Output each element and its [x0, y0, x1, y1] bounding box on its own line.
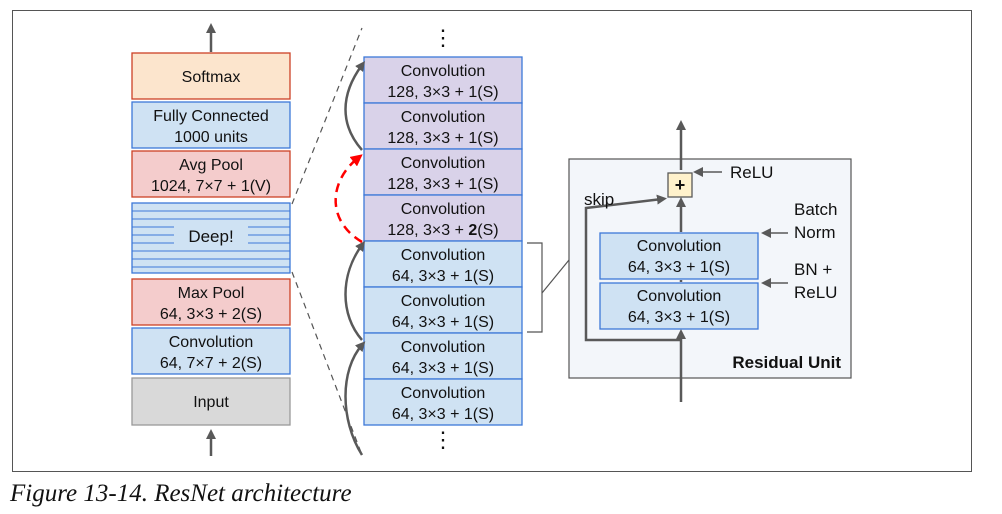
dots-top: ⋮ [432, 25, 454, 50]
deep-block: Deep! [131, 202, 291, 274]
skip-arc-1 [344, 341, 366, 456]
skip-connections [344, 60, 366, 456]
conv-layer-4-name: Convolution [401, 201, 486, 218]
zoom-line-top [291, 27, 363, 205]
conv-layer-4-params-prefix: 128, 3×3 + [387, 222, 468, 239]
left-stack: Softmax Fully Connected 1000 units Avg P… [131, 23, 291, 456]
fully-connected-box [131, 101, 291, 149]
addition-node [667, 172, 693, 198]
softmax-label: Softmax [182, 69, 241, 86]
conv-layer-8-params: 64, 3×3 + 1(S) [392, 406, 494, 423]
conv-layer-7-params: 64, 3×3 + 1(S) [392, 360, 494, 377]
conv-layer-1 [363, 56, 523, 104]
plus-icon: + [675, 175, 686, 195]
batch-norm-label-2: Norm [794, 223, 836, 242]
softmax-box [131, 52, 291, 100]
first-conv-box [131, 327, 291, 375]
conv-layer-6-params: 64, 3×3 + 1(S) [392, 314, 494, 331]
middle-stack: ⋮ Convolution 128, 3×3 + 1(S) Convolutio… [363, 25, 523, 452]
first-conv-label: Convolution [169, 334, 254, 351]
conv-layer-1-name: Convolution [401, 63, 486, 80]
conv-layer-8 [363, 378, 523, 426]
max-pool-box [131, 278, 291, 326]
figure-frame [12, 10, 972, 472]
conv-layer-4 [363, 194, 523, 242]
conv-layer-3-params: 128, 3×3 + 1(S) [387, 176, 498, 193]
conv-block-bottom-params: 64, 3×3 + 1(S) [628, 309, 730, 326]
conv-layer-4-params-suffix: (S) [477, 222, 498, 239]
conv-layer-6-name: Convolution [401, 293, 486, 310]
conv-block-top-params: 64, 3×3 + 1(S) [628, 259, 730, 276]
skip-arc-3 [344, 60, 365, 151]
bn-relu-label-2: ReLU [794, 283, 837, 302]
conv-layer-4-stride: 2 [468, 222, 477, 239]
batch-norm-label-1: Batch [794, 200, 837, 219]
skip-arc-red-dashed [334, 154, 363, 244]
conv-layer-7 [363, 332, 523, 380]
avg-pool-label: Avg Pool [179, 157, 243, 174]
conv-layer-6 [363, 286, 523, 334]
fully-connected-label: Fully Connected [153, 108, 269, 125]
max-pool-label: Max Pool [178, 285, 245, 302]
conv-block-top [599, 232, 759, 280]
fully-connected-units: 1000 units [174, 129, 248, 146]
conv-layer-5-name: Convolution [401, 247, 486, 264]
skip-path [584, 194, 681, 342]
conv-block-bottom-name: Convolution [637, 288, 722, 305]
conv-layer-5-params: 64, 3×3 + 1(S) [392, 268, 494, 285]
conv-layer-8-name: Convolution [401, 385, 486, 402]
residual-unit-title: Residual Unit [732, 353, 841, 372]
skip-label: skip [584, 190, 614, 209]
first-conv-params: 64, 7×7 + 2(S) [160, 355, 262, 372]
avg-pool-box [131, 150, 291, 198]
conv-layer-2-name: Convolution [401, 109, 486, 126]
conv-layer-3-name: Convolution [401, 155, 486, 172]
conv-block-top-name: Convolution [637, 238, 722, 255]
conv-layer-5 [363, 240, 523, 288]
input-label: Input [193, 394, 229, 411]
conv-layer-2-params: 128, 3×3 + 1(S) [387, 130, 498, 147]
conv-block-bottom [599, 282, 759, 330]
input-box [131, 377, 291, 426]
bn-relu-label-1: BN + [794, 260, 832, 279]
deep-label: Deep! [188, 227, 233, 246]
dots-bottom: ⋮ [432, 427, 454, 452]
skip-arc-2 [344, 240, 365, 341]
relu-label: ReLU [730, 163, 773, 182]
figure-caption: Figure 13-14. ResNet architecture [10, 480, 352, 507]
conv-layer-1-params: 128, 3×3 + 1(S) [387, 84, 498, 101]
max-pool-params: 64, 3×3 + 2(S) [160, 306, 262, 323]
residual-unit: Convolution 64, 3×3 + 1(S) Convolution 6… [568, 120, 852, 402]
avg-pool-params: 1024, 7×7 + 1(V) [151, 178, 271, 195]
residual-bracket [527, 242, 570, 333]
conv-layer-4-params: 128, 3×3 + 2(S) [387, 222, 498, 239]
conv-layer-7-name: Convolution [401, 339, 486, 356]
conv-layer-2 [363, 102, 523, 150]
